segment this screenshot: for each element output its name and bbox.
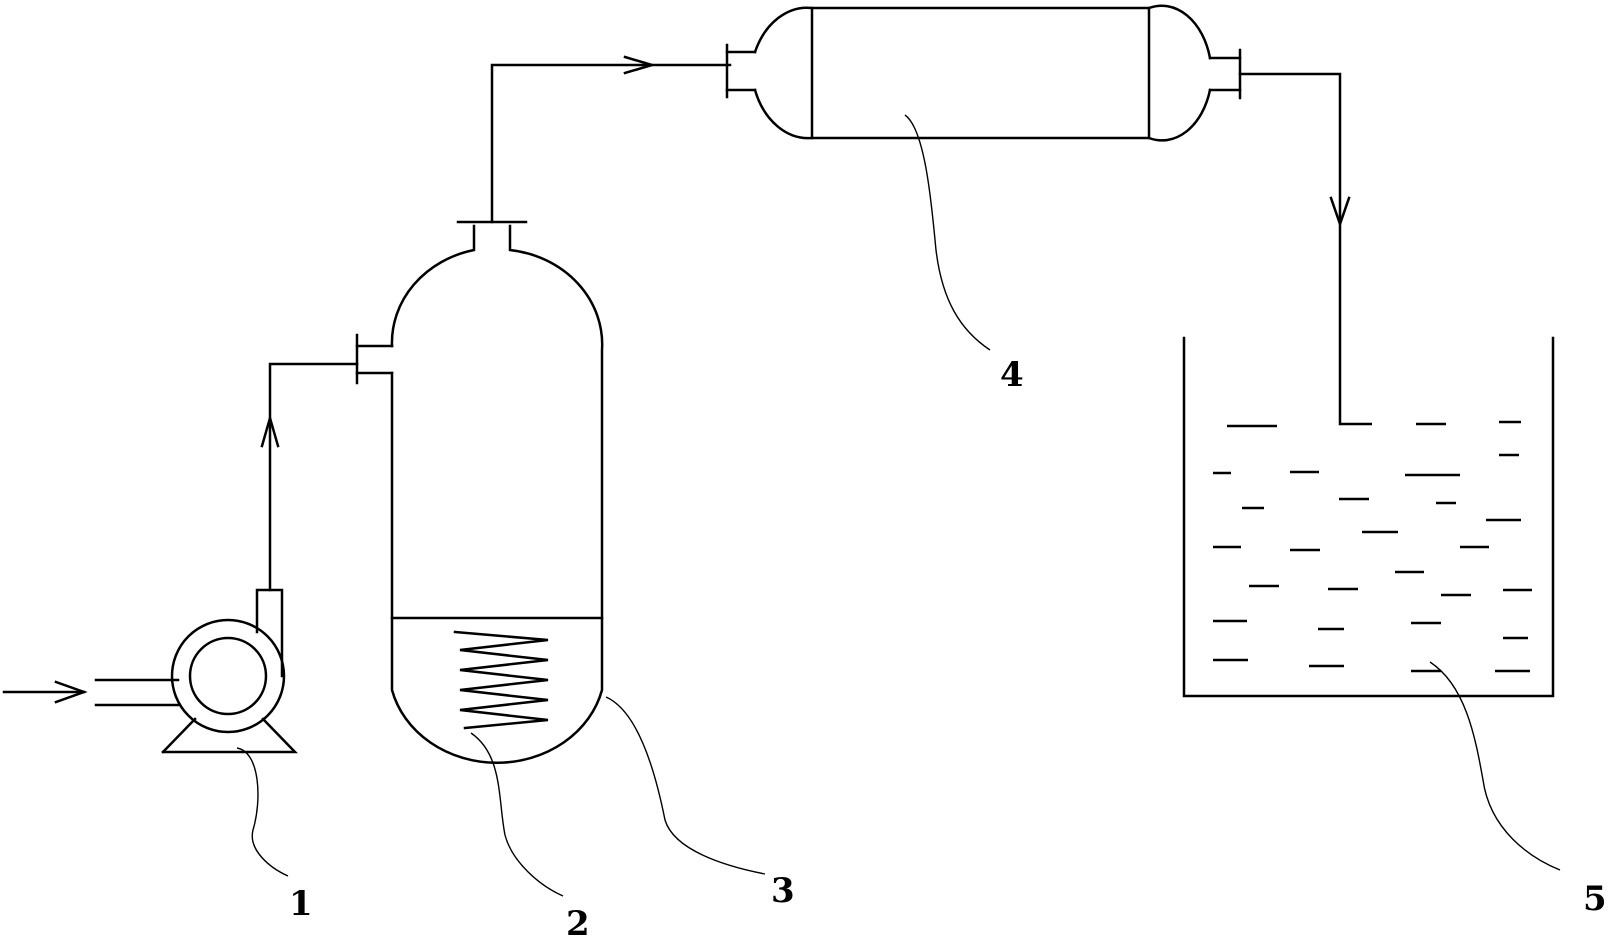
label-pump: 1 (289, 884, 313, 924)
label-condenser: 4 (1000, 355, 1024, 395)
pump (94, 588, 298, 754)
heating-coil (453, 630, 549, 730)
label-heating-coil: 2 (566, 904, 590, 938)
condenser (725, 4, 1242, 142)
pipe-vessel-to-condenser (490, 55, 732, 224)
collection-tank (1182, 336, 1555, 698)
pipe-condenser-to-tank (1238, 72, 1351, 426)
label-heated-vessel: 3 (771, 871, 795, 911)
tank-liquid (1213, 420, 1532, 673)
pipe-pump-to-vessel (260, 362, 359, 592)
heated-vessel (355, 220, 604, 765)
leader-lines (236, 114, 1561, 897)
label-collection-tank: 5 (1583, 879, 1607, 919)
inlet-arrow (2, 680, 88, 704)
